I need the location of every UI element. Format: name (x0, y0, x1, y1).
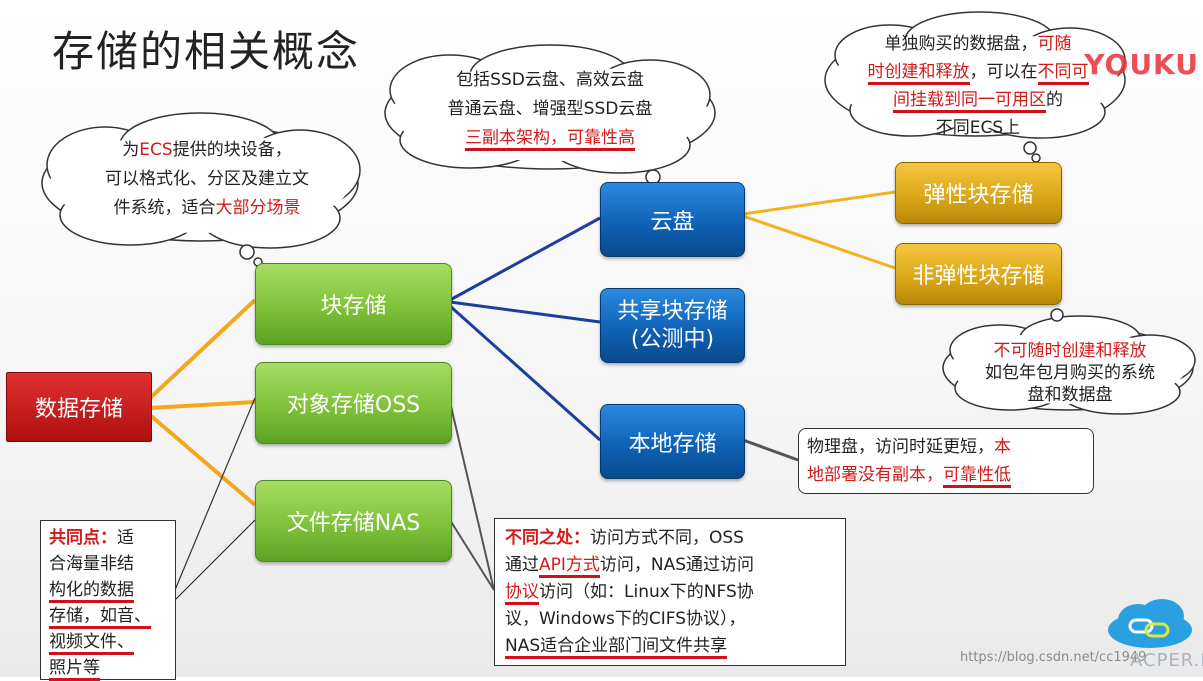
link-block-local (449, 304, 601, 442)
node-block-storage[interactable]: 块存储 (255, 263, 452, 345)
cloud-disk-bubble (384, 44, 716, 193)
elastic-bubble (824, 11, 1126, 163)
link-root-oss (149, 400, 256, 410)
acper-watermark: ACPER.NE (1130, 650, 1203, 671)
link-common-nas (174, 519, 256, 601)
root-node-data-storage[interactable]: 数据存储 (6, 372, 152, 442)
cloud-block-bubble (41, 112, 361, 267)
non-elastic-bubble (942, 295, 1196, 415)
link-cloud-nonelastic (742, 214, 896, 270)
page-title: 存储的相关概念 (52, 27, 361, 76)
link-root-nas (148, 413, 257, 507)
node-shared-block-storage[interactable]: 共享块存储 (公测中) (600, 288, 745, 363)
blog-watermark: https://blog.csdn.net/cc1949 (960, 650, 1147, 665)
common-points-note: 共同点：适 合海量非结 构化的数据 存储，如音、 视频文件、 照片等 (40, 520, 176, 681)
youku-watermark: YOUKU (1084, 48, 1199, 81)
non-elastic-bubble-text: 不可随时创建和释放 如包年包月购买的系统 盘和数据盘 (985, 341, 1155, 405)
link-cloud-elastic (742, 190, 896, 216)
node-cloud-disk[interactable]: 云盘 (600, 182, 745, 257)
link-block-cloud (449, 216, 601, 302)
node-non-elastic-block-storage[interactable]: 非弹性块存储 (895, 243, 1062, 305)
node-file-storage-nas[interactable]: 文件存储NAS (255, 480, 452, 562)
cloud-chain-logo-icon (1108, 599, 1192, 648)
link-block-shared (449, 300, 601, 324)
link-common-oss (174, 397, 256, 591)
cloud-disk-bubble-text: 包括SSD云盘、高效云盘 普通云盘、增强型SSD云盘 三副本架构，可靠性高 (405, 66, 695, 153)
link-root-block (148, 298, 257, 400)
acper-logo (1100, 598, 1200, 650)
link-diff-nas (449, 519, 495, 591)
node-elastic-block-storage[interactable]: 弹性块存储 (895, 162, 1062, 224)
elastic-bubble-text: 单独购买的数据盘，可随 时创建和释放，可以在不同可 间挂载到同一可用区的 不同E… (867, 34, 1089, 138)
link-local-note (742, 438, 799, 462)
node-local-storage[interactable]: 本地存储 (600, 404, 745, 479)
block-bubble-text: 为ECS提供的块设备， 可以格式化、分区及建立文 件系统，适合大部分场景 (105, 140, 309, 218)
local-storage-note: 物理盘，访问时延更短，本 地部署没有副本，可靠性低 (798, 428, 1094, 494)
differences-note: 不同之处：访问方式不同，OSS 通过API方式访问，NAS通过访问 协议访问（如… (494, 518, 846, 666)
link-diff-oss (449, 401, 495, 591)
node-object-storage-oss[interactable]: 对象存储OSS (255, 362, 452, 444)
